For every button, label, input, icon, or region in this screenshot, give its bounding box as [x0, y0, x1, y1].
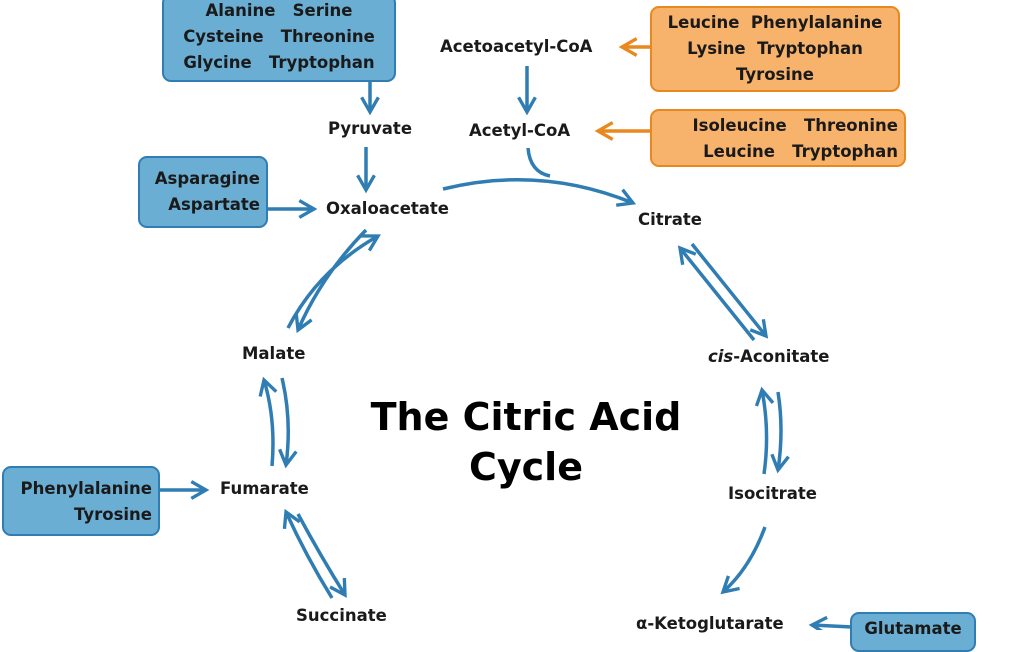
box-acetoacetyl-amino-acids: Leucine Phenylalanine Lysine Tryptophan … — [650, 6, 900, 92]
label-aconitate-suffix: -Aconitate — [733, 347, 830, 366]
arrow-isocitrate-to-aconitate — [754, 386, 775, 475]
box-ketoglutarate-amino-acids: Glutamate — [850, 612, 976, 652]
box-row: Asparagine — [154, 169, 260, 188]
arrow-malate-to-fumarate — [278, 377, 298, 469]
box-row: Lysine Tryptophan — [687, 39, 863, 58]
arrow-malate-to-oxaloacetate — [286, 234, 381, 329]
arrow-acetyl-coa-join — [526, 147, 551, 178]
box-row: Aspartate — [168, 195, 260, 214]
box-row: Phenylalanine — [20, 479, 152, 498]
box-row: Tyrosine — [74, 505, 152, 524]
box-fumarate-amino-acids: Phenylalanine Tyrosine — [2, 466, 160, 536]
arrow-citrate-to-aconitate — [690, 242, 769, 339]
arrow-isocitrate-to-ketoglutarate — [720, 526, 767, 595]
arrow-aconitate-to-isocitrate — [770, 391, 790, 474]
title-line-2: Cycle — [469, 445, 583, 489]
arrow-aconitate-to-citrate — [677, 245, 756, 342]
label-pyruvate: Pyruvate — [328, 119, 413, 138]
box-pyruvate-amino-acids: Alanine Serine Cysteine Threonine Glycin… — [162, 0, 396, 82]
label-cis-aconitate: cis-Aconitate — [708, 347, 830, 367]
label-malate: Malate — [242, 344, 306, 363]
arrow-fumarate-to-malate — [258, 376, 278, 467]
arrow-fumarate-to-succinate — [296, 513, 347, 598]
box-oxaloacetate-amino-acids: Asparagine Aspartate — [138, 156, 268, 228]
label-alpha-ketoglutarate: α-Ketoglutarate — [636, 614, 784, 633]
box-row: Cysteine Threonine — [183, 27, 375, 46]
citric-acid-cycle-diagram: Alanine Serine Cysteine Threonine Glycin… — [2, 0, 976, 652]
label-citrate: Citrate — [638, 210, 703, 229]
box-row: Leucine Phenylalanine — [667, 13, 883, 32]
label-succinate: Succinate — [296, 606, 387, 625]
box-acetyl-amino-acids: Isoleucine Threonine Leucine Tryptophan — [650, 109, 906, 167]
box-row: Alanine Serine — [205, 1, 353, 20]
label-isocitrate: Isocitrate — [728, 484, 817, 503]
box-row: Isoleucine Threonine — [692, 116, 898, 135]
arrow-layer — [160, 37, 853, 630]
arrow-succinate-to-fumarate — [282, 508, 334, 599]
box-row: Leucine Tryptophan — [703, 142, 898, 161]
arrow-oxaloacetate-to-malate — [294, 228, 368, 334]
box-row: Glutamate — [864, 619, 962, 638]
arrow-glutamate-to-ketoglutarate — [808, 615, 853, 630]
diagram-title: The Citric Acid Cycle — [370, 392, 682, 492]
label-fumarate: Fumarate — [220, 479, 309, 498]
box-row: Tyrosine — [736, 65, 814, 84]
title-line-1: The Citric Acid — [370, 395, 682, 439]
label-cis-prefix: cis — [708, 347, 734, 366]
arrow-oxaloacetate-to-citrate — [442, 177, 637, 207]
box-row: Glycine Tryptophan — [183, 53, 375, 72]
label-acetoacetyl-coa: Acetoacetyl-CoA — [440, 37, 593, 56]
label-acetyl-coa: Acetyl-CoA — [469, 121, 571, 140]
label-oxaloacetate: Oxaloacetate — [326, 199, 450, 218]
